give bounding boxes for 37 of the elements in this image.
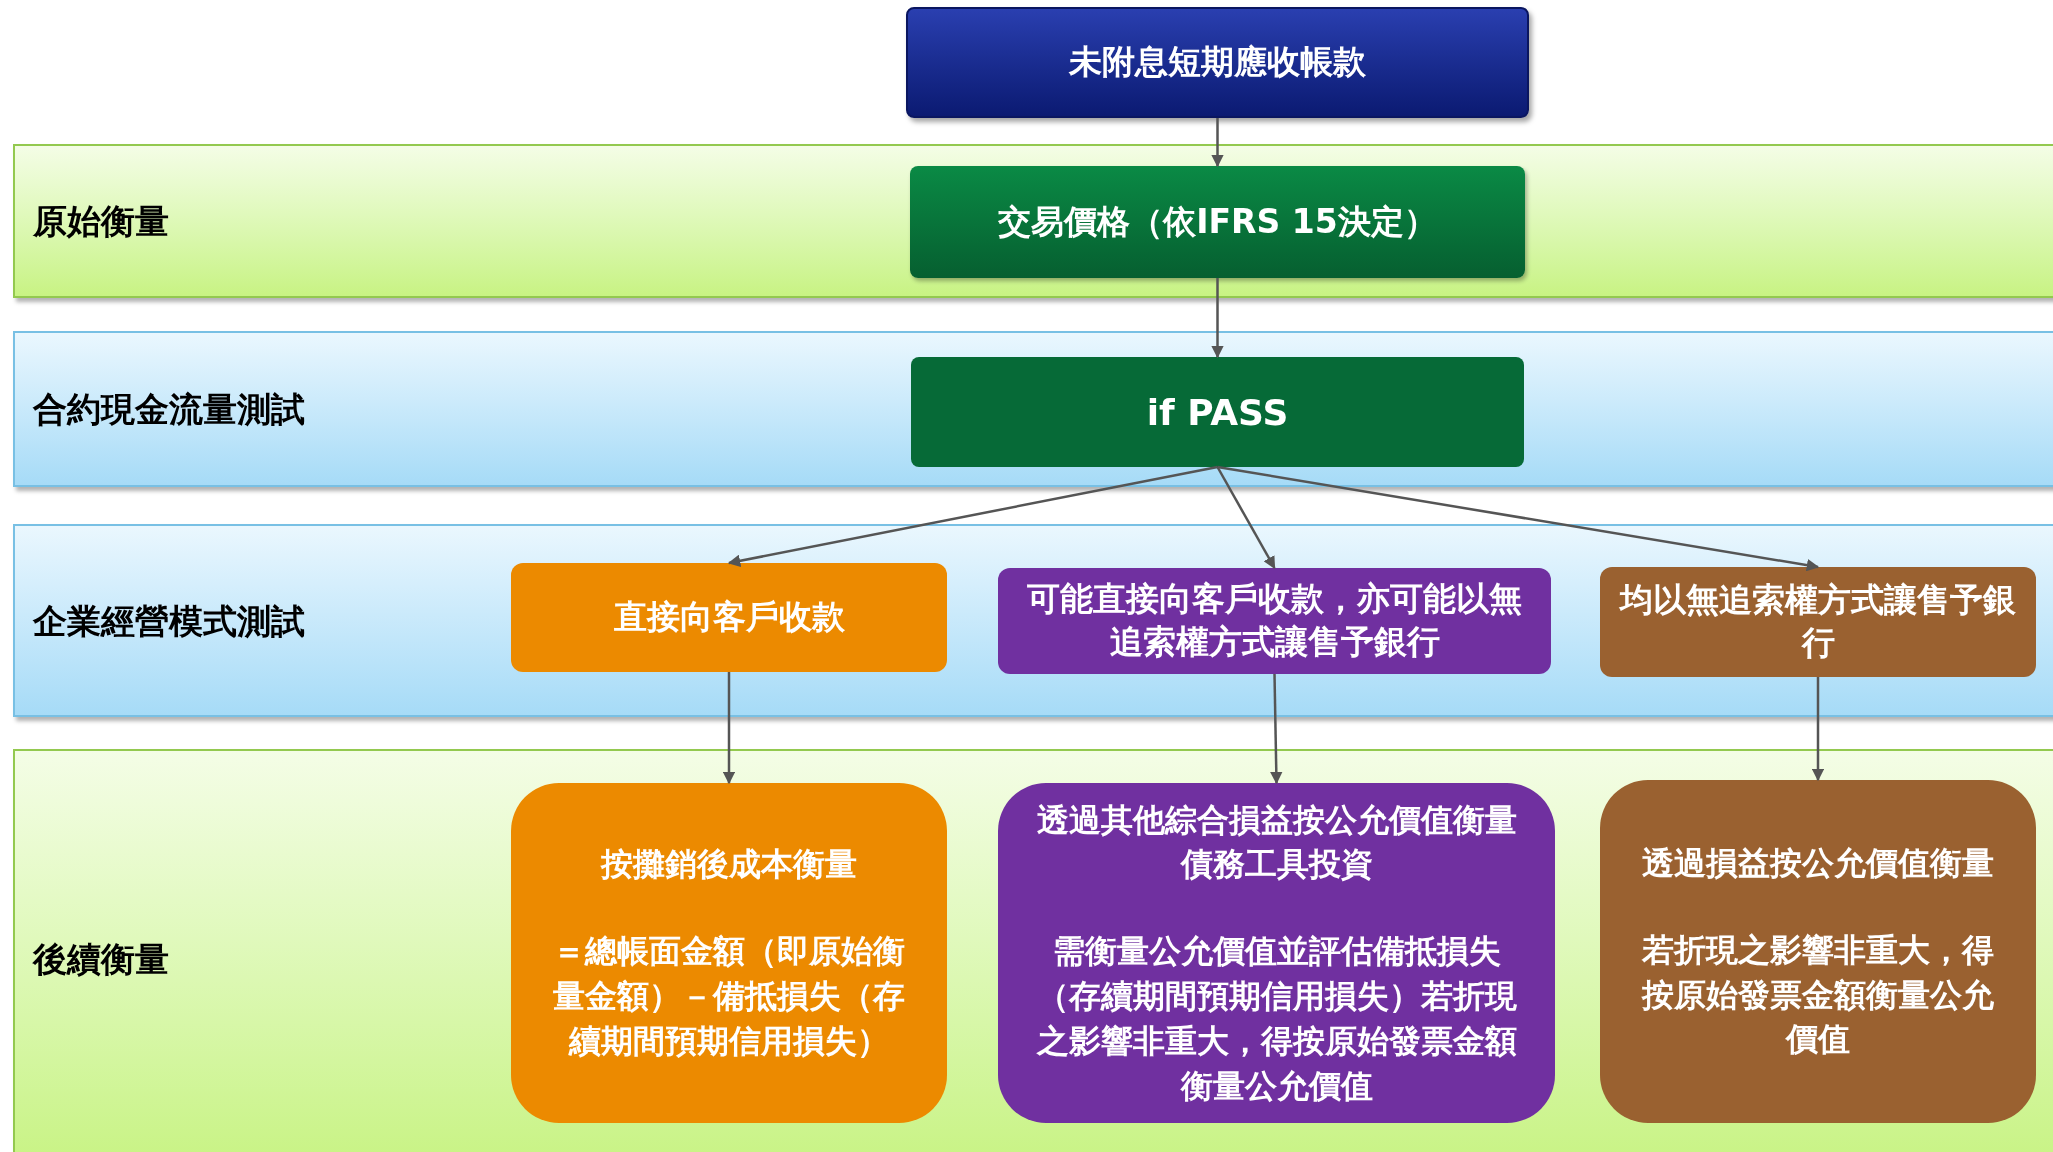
box-heading: 透過損益按公允價值衡量 (1642, 842, 1994, 884)
title-box (906, 7, 1529, 118)
stage-label: 原始衡量 (33, 199, 169, 243)
box-text: 若折現之影響非重大，得按原始發票金額衡量公允價值 (1640, 929, 1995, 1061)
box-heading: 直接向客戶收款 (613, 596, 845, 639)
stage-band (13, 144, 2053, 298)
box-heading: 可能直接向客戶收款，亦可能以無追索權方式讓售予銀行 (1026, 578, 1523, 663)
arrow (1217, 465, 1820, 572)
arrow (1270, 673, 1283, 785)
arrow (1216, 466, 1276, 570)
box-heading: 交易價格（依IFRS 15決定） (998, 200, 1437, 243)
decision-box (911, 357, 1524, 467)
stage-band (13, 524, 2053, 717)
arrow (1811, 677, 1825, 782)
option-box (998, 568, 1551, 674)
arrow (722, 672, 736, 785)
box-heading: 未附息短期應收帳款 (1069, 41, 1366, 84)
result-box (1600, 780, 2036, 1123)
stage-band (13, 331, 2053, 487)
stage-label: 合約現金流量測試 (33, 387, 305, 431)
arrow (1211, 118, 1224, 168)
box-text: 需衡量公允價值並評估備抵損失（存續期間預期信用損失）若折現之影響非重大，得按原始發票金額衡量公允價值 (1035, 931, 1518, 1107)
stage-label: 後續衡量 (33, 937, 169, 981)
option-box (1600, 567, 2036, 677)
stage-band (13, 749, 2053, 1152)
box-heading: 透過其他綜合損益按公允價值衡量債務工具投資 (1035, 799, 1518, 886)
stage-label: 企業經營模式測試 (33, 599, 305, 642)
box-heading: if PASS (1146, 390, 1289, 435)
option-box (511, 563, 947, 672)
arrow (727, 465, 1218, 567)
process-box (910, 166, 1525, 278)
result-box (998, 783, 1555, 1123)
box-text: ＝總帳面金額（即原始衡量金額）－備抵損失（存續期間預期信用損失） (552, 931, 906, 1062)
result-box (511, 783, 947, 1123)
box-heading: 均以無追索權方式讓售予銀行 (1618, 579, 2017, 664)
box-heading: 按攤銷後成本衡量 (601, 844, 857, 886)
arrow (1211, 278, 1224, 359)
